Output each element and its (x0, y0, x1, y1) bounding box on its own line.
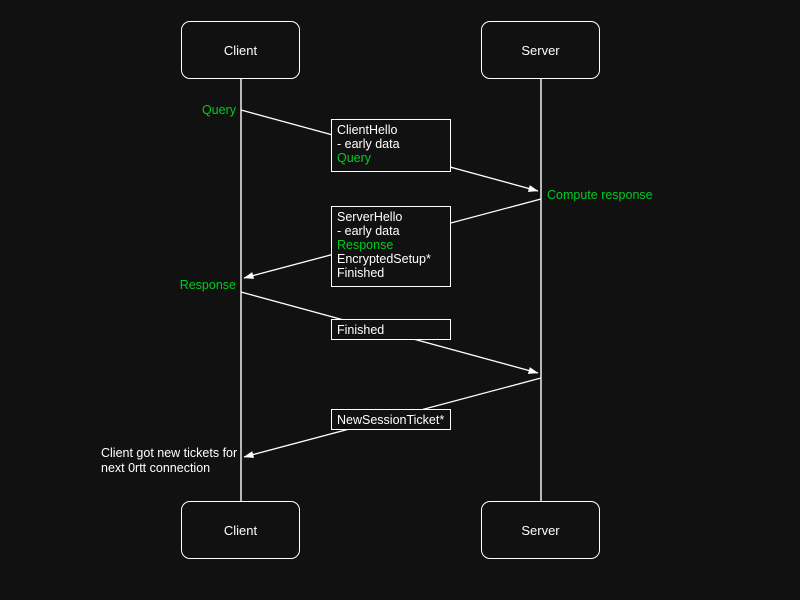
actor-box-client-top[interactable]: Client (181, 21, 300, 79)
message-line: ServerHello (337, 210, 403, 224)
message-line: - early data (337, 137, 400, 151)
note-query: Query (201, 103, 236, 117)
note-new-tickets-line-1: Client got new tickets for (101, 446, 238, 460)
note-compute-response: Compute response (547, 188, 653, 202)
message-box-finished[interactable]: Finished (331, 319, 451, 340)
message-line: ClientHello (337, 123, 398, 137)
message-box-server-hello[interactable]: ServerHello - early data Response Encryp… (331, 206, 451, 287)
message-line: Finished (337, 323, 385, 337)
message-line: NewSessionTicket* (337, 413, 445, 427)
message-line: Response (337, 238, 394, 252)
message-line: - early data (337, 224, 400, 238)
actor-label-server-bottom: Server (521, 522, 560, 538)
message-line: EncryptedSetup* (337, 252, 431, 266)
actor-box-server-bottom[interactable]: Server (481, 501, 600, 559)
actor-box-server-top[interactable]: Server (481, 21, 600, 79)
actor-box-client-bottom[interactable]: Client (181, 501, 300, 559)
actor-label-server-top: Server (521, 42, 560, 58)
note-response: Response (179, 278, 236, 292)
note-new-tickets-line-2: next 0rtt connection (101, 461, 211, 475)
message-box-client-hello[interactable]: ClientHello - early data Query (331, 119, 451, 172)
message-box-new-session-ticket[interactable]: NewSessionTicket* (331, 409, 451, 430)
actor-label-client-bottom: Client (223, 522, 258, 538)
message-line: Finished (337, 266, 385, 280)
message-line: Query (337, 151, 372, 165)
actor-label-client-top: Client (223, 42, 258, 58)
